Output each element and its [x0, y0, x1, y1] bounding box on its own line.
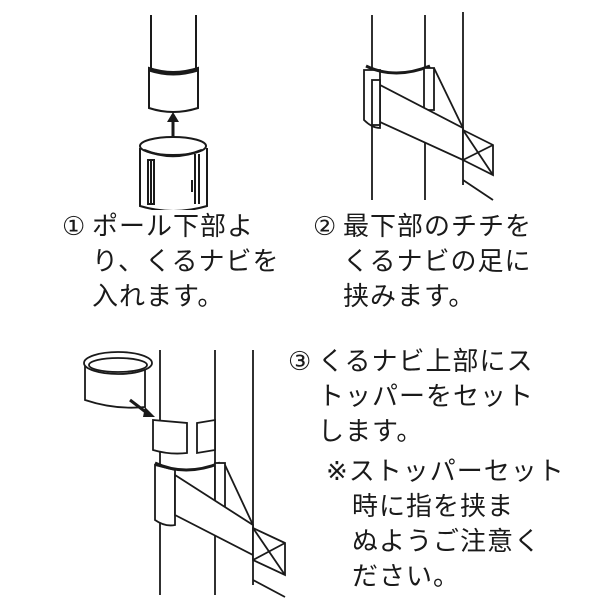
- note-line2: 時に指を挟ま: [352, 492, 515, 522]
- pole-insert-icon: [139, 15, 208, 210]
- stopper-set-icon: [83, 350, 286, 598]
- step2-line2: くるナビの足に: [343, 247, 532, 277]
- note-line3: ぬようご注意く: [352, 527, 542, 557]
- caution-note: ※ストッパーセット 時に指を挟ま ぬようご注意く ださい。: [326, 455, 565, 595]
- note-mark: ※: [326, 457, 349, 487]
- step1-number: ①: [62, 212, 87, 242]
- step2-line1: 最下部のチチを: [343, 212, 533, 242]
- step3-number: ③: [288, 347, 313, 377]
- step2-line3: 挟みます。: [343, 282, 476, 312]
- note-line1: ストッパーセット: [348, 457, 565, 487]
- fabric-clip-icon: [363, 12, 494, 201]
- step3-line1: くるナビ上部にス: [318, 347, 534, 377]
- step1-line1: ポール下部よ: [92, 212, 255, 242]
- step3-line2: トッパーをセット: [318, 382, 535, 412]
- step3-illustration: [75, 345, 295, 600]
- step2-illustration: [350, 10, 520, 210]
- step1-line2: り、くるナビを: [92, 247, 280, 277]
- step1-illustration: [120, 10, 230, 210]
- step3-line3: します。: [318, 417, 424, 447]
- step1-line3: 入れます。: [92, 282, 225, 312]
- step2-number: ②: [313, 212, 338, 242]
- note-line4: ださい。: [352, 562, 461, 592]
